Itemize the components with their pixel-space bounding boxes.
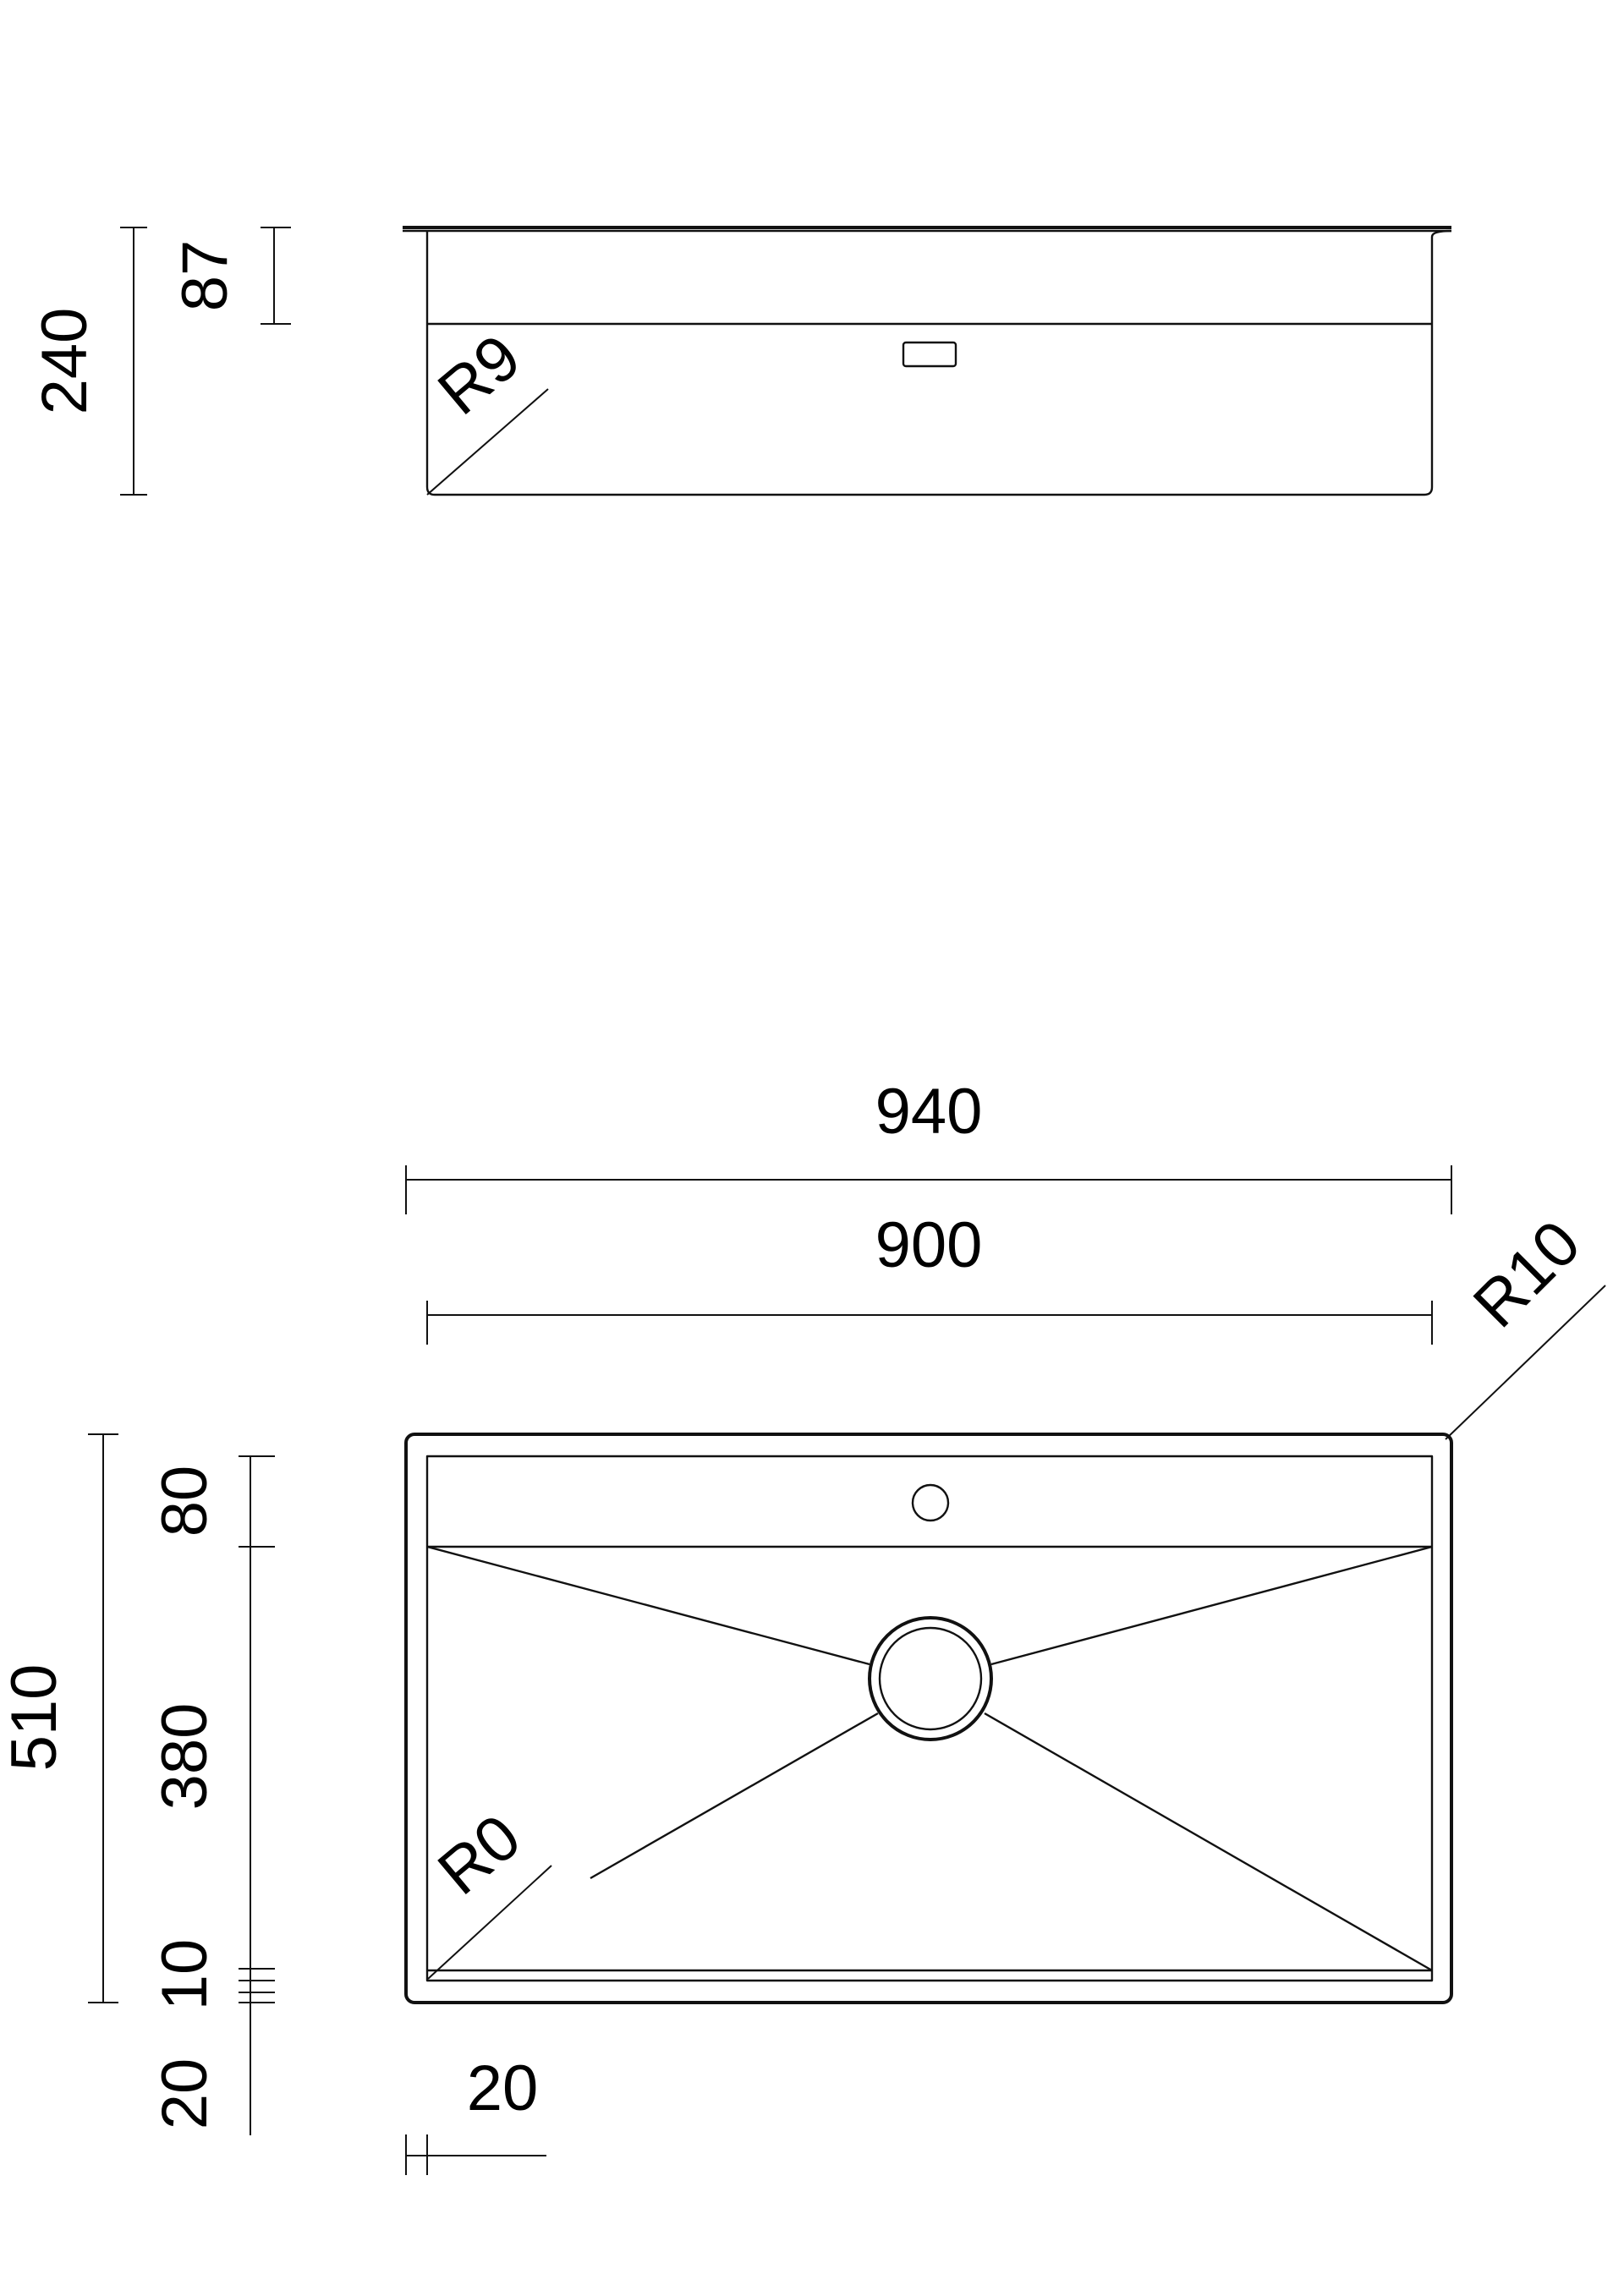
dimension-rim-87 [261,227,291,325]
dimension-width-940 [405,1165,1452,1214]
width-inner-label: 900 [875,1209,983,1281]
tap-hole-icon [911,1483,950,1522]
radius-leader-r0 [427,1865,552,1980]
dimension-depth-510 [88,1433,118,2003]
side-height-label: 240 [29,308,101,415]
radius-inner-label: R0 [425,1800,534,1909]
dimension-width-900 [426,1301,1433,1345]
tap-deck-label: 80 [149,1466,221,1537]
bowl-depth-label: 380 [149,1703,221,1811]
sink-side-profile [403,226,1452,496]
inner-rim-label: 10 [149,1939,221,2011]
dimension-height-240 [120,227,147,496]
radius-outer-label: R10 [1460,1207,1594,1341]
side-radius-label: R9 [425,321,534,429]
sink-top-outline [404,1433,1453,2004]
depth-total-label: 510 [0,1664,70,1772]
outer-rim-label: 20 [149,2058,221,2130]
radius-leader-r10 [1445,1285,1606,1440]
side-view: 240 87 R9 [29,226,1452,496]
side-rim-label: 87 [169,240,241,312]
drain-slope-lines [426,1545,1433,1972]
top-view: 940 900 R10 [0,1076,1606,2175]
width-outer-label: 940 [875,1076,983,1148]
dimension-left-rim-20 [405,2134,546,2175]
dimension-chain-depth [239,1455,275,2135]
left-rim-label: 20 [467,2052,539,2124]
drain-icon [868,1616,993,1741]
